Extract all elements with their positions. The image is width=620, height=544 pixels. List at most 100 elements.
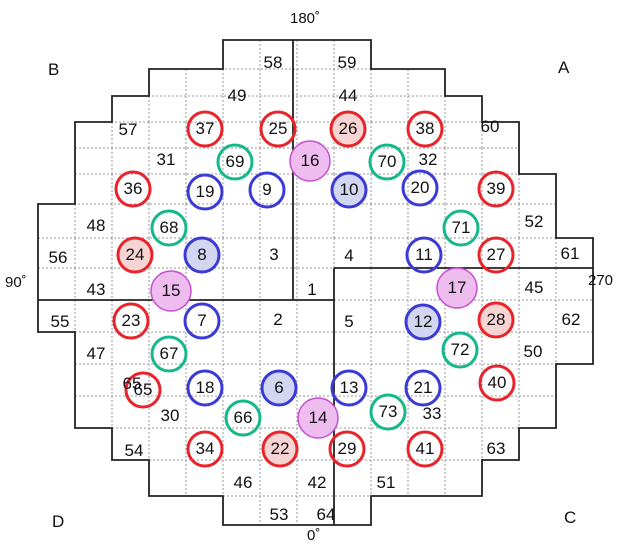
marker-green-ring (224, 399, 262, 437)
marker-label: 10 (339, 180, 359, 199)
cell-number-label: 62 (561, 310, 581, 329)
marker-label: 9 (262, 180, 272, 199)
marker-label: 36 (123, 179, 143, 198)
quadrant-label-a: A (558, 58, 570, 77)
marker-label: 65 (133, 380, 153, 399)
angle-label-0: 0˚ (307, 527, 321, 544)
marker-green-ring (368, 143, 406, 181)
angle-label-180: 180˚ (290, 10, 321, 27)
cell-number-label: 42 (307, 473, 327, 492)
marker-label: 26 (338, 119, 358, 138)
cell-number-label: 59 (337, 53, 357, 72)
marker-label: 41 (415, 439, 435, 458)
marker-label: 70 (377, 152, 397, 171)
marker-blue-ring (330, 171, 368, 209)
cell-number-label: 32 (418, 150, 438, 169)
cell-number-label: 55 (50, 312, 70, 331)
cell-number-label: 57 (118, 120, 138, 139)
cell-number-label: 56 (48, 248, 68, 267)
marker-label: 7 (197, 311, 207, 330)
marker-blue-ring (248, 171, 286, 209)
cell-number-label: 51 (376, 473, 396, 492)
cell-number-label: 31 (156, 150, 176, 169)
marker-label: 16 (300, 151, 320, 170)
marker-label: 29 (337, 439, 357, 458)
marker-label: 20 (410, 178, 430, 197)
cell-number-label: 65 (122, 374, 142, 393)
cell-number-label: 54 (124, 441, 144, 460)
marker-label: 13 (339, 378, 359, 397)
marker-label: 19 (195, 182, 215, 201)
marker-blue-ring (186, 369, 224, 407)
marker-magenta-ring (289, 140, 331, 182)
marker-label: 69 (225, 152, 245, 171)
cell-number-label: 60 (480, 117, 500, 136)
cell-number-label: 30 (160, 406, 180, 425)
marker-red-ring (406, 110, 444, 148)
marker-blue-ring (183, 302, 221, 340)
marker-label: 21 (413, 378, 433, 397)
marker-label: 8 (197, 245, 207, 264)
marker-red-ring (328, 430, 366, 468)
cell-number-label: 2 (273, 310, 283, 329)
cell-number-label: 44 (338, 86, 358, 105)
marker-label: 73 (378, 402, 398, 421)
cell-number-label: 5 (344, 312, 354, 331)
cell-number-label: 52 (524, 212, 544, 231)
quadrant-label-d: D (52, 512, 65, 531)
marker-magenta-ring (297, 397, 339, 439)
marker-green-ring (216, 143, 254, 181)
marker-green-ring (369, 393, 407, 431)
cell-number-label: 47 (86, 344, 106, 363)
marker-label: 71 (451, 218, 471, 237)
angle-label-270: 270 (588, 272, 614, 289)
marker-red-ring (406, 430, 444, 468)
cell-number-label: 1 (307, 280, 317, 299)
marker-blue-ring (330, 369, 368, 407)
marker-red-ring (116, 236, 154, 274)
marker-label: 11 (415, 245, 433, 264)
quadrant-label-c: C (564, 508, 577, 527)
marker-green-ring (150, 209, 188, 247)
cell-number-label: 3 (269, 245, 279, 264)
marker-label: 67 (159, 344, 179, 363)
cell-number-label: 64 (316, 505, 336, 524)
marker-label: 23 (121, 311, 141, 330)
marker-label: 34 (195, 439, 215, 458)
marker-red-ring (261, 430, 299, 468)
marker-red-ring (114, 170, 152, 208)
cell-number-label: 49 (227, 86, 247, 105)
angle-label-90: 90˚ (5, 274, 27, 291)
marker-blue-ring (183, 236, 221, 274)
marker-label: 25 (268, 119, 288, 138)
marker-red-ring (477, 170, 515, 208)
marker-red-ring (329, 110, 367, 148)
marker-label: 72 (450, 340, 470, 359)
marker-label: 38 (415, 119, 435, 138)
marker-label: 37 (195, 119, 215, 138)
markers-layer (112, 110, 516, 468)
marker-red-ring (477, 236, 515, 274)
cell-number-label: 53 (269, 505, 289, 524)
marker-blue-ring (405, 236, 443, 274)
marker-red-ring (112, 302, 150, 340)
quadrant-label-b: B (48, 60, 60, 79)
marker-green-ring (442, 209, 480, 247)
cell-number-label: 61 (560, 244, 580, 263)
cell-number-label: 63 (486, 439, 506, 458)
marker-red-ring (259, 110, 297, 148)
marker-label: 68 (159, 218, 179, 237)
marker-blue-ring (404, 369, 442, 407)
cell-number-label: 33 (422, 404, 442, 423)
marker-label: 66 (233, 408, 253, 427)
marker-label: 39 (486, 179, 506, 198)
marker-red-ring (478, 364, 516, 402)
marker-label: 14 (308, 408, 328, 427)
marker-label: 6 (274, 378, 284, 397)
marker-label: 27 (486, 245, 506, 264)
marker-label: 22 (270, 439, 290, 458)
marker-red-ring (186, 430, 224, 468)
cell-number-label: 4 (344, 246, 354, 265)
marker-label: 28 (486, 310, 506, 329)
